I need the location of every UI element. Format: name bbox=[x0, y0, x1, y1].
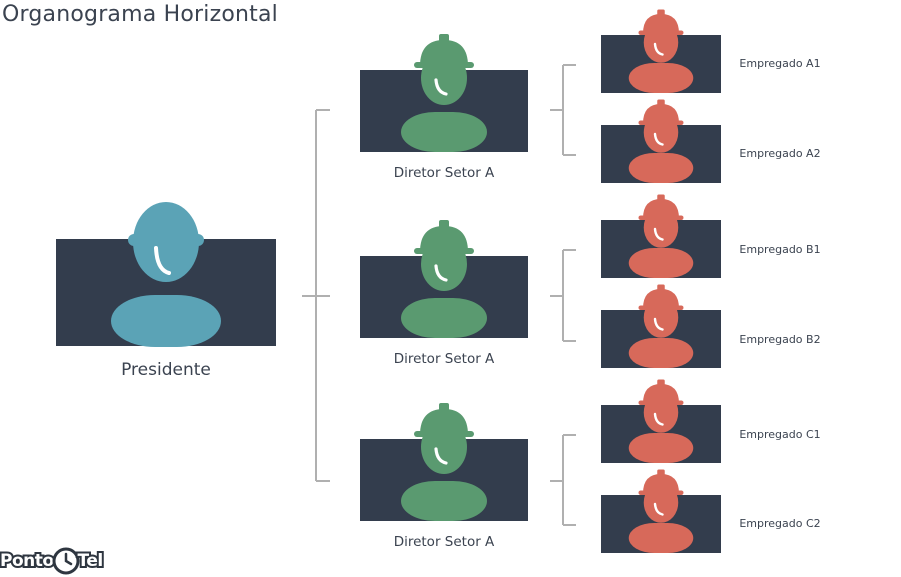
employee-0-1-avatar-icon bbox=[601, 99, 721, 183]
director-card-1 bbox=[360, 218, 528, 338]
employee-0-0-avatar-icon bbox=[601, 9, 721, 93]
employee-card-a2 bbox=[601, 98, 721, 183]
employee-card-a1 bbox=[601, 8, 721, 93]
page-title: Organograma Horizontal bbox=[2, 2, 278, 27]
president-avatar-icon bbox=[56, 202, 276, 347]
employee-card-c2 bbox=[601, 468, 721, 553]
logo-word-ponto: Ponto bbox=[0, 549, 56, 573]
president-card bbox=[56, 200, 276, 347]
employee-label-c2: Empregado C2 bbox=[739, 517, 821, 530]
pontotel-logo: Ponto Tel bbox=[0, 546, 106, 576]
director-label-1: Diretor Setor A bbox=[393, 351, 495, 367]
employee-label-c1: Empregado C1 bbox=[739, 428, 821, 441]
clock-icon bbox=[52, 547, 80, 575]
employee-card-b1 bbox=[601, 193, 721, 278]
employee-card-b2 bbox=[601, 283, 721, 368]
employee-label-b2: Empregado B2 bbox=[739, 333, 821, 346]
director-label-0: Diretor Setor A bbox=[393, 165, 495, 181]
employee-2-0-avatar-icon bbox=[601, 379, 721, 463]
employee-2-1-avatar-icon bbox=[601, 469, 721, 553]
employee-label-b1: Empregado B1 bbox=[739, 243, 821, 256]
director-1-avatar-icon bbox=[360, 220, 528, 338]
director-0-avatar-icon bbox=[360, 34, 528, 152]
director-label-2: Diretor Setor A bbox=[393, 534, 495, 550]
president-label: Presidente bbox=[121, 360, 211, 380]
employee-1-1-avatar-icon bbox=[601, 284, 721, 368]
director-2-avatar-icon bbox=[360, 403, 528, 521]
logo-word-tel: Tel bbox=[76, 549, 106, 573]
employee-1-0-avatar-icon bbox=[601, 194, 721, 278]
director-card-2 bbox=[360, 401, 528, 521]
employee-label-a1: Empregado A1 bbox=[739, 57, 821, 70]
director-card-0 bbox=[360, 32, 528, 152]
employee-card-c1 bbox=[601, 378, 721, 463]
employee-label-a2: Empregado A2 bbox=[739, 147, 821, 160]
